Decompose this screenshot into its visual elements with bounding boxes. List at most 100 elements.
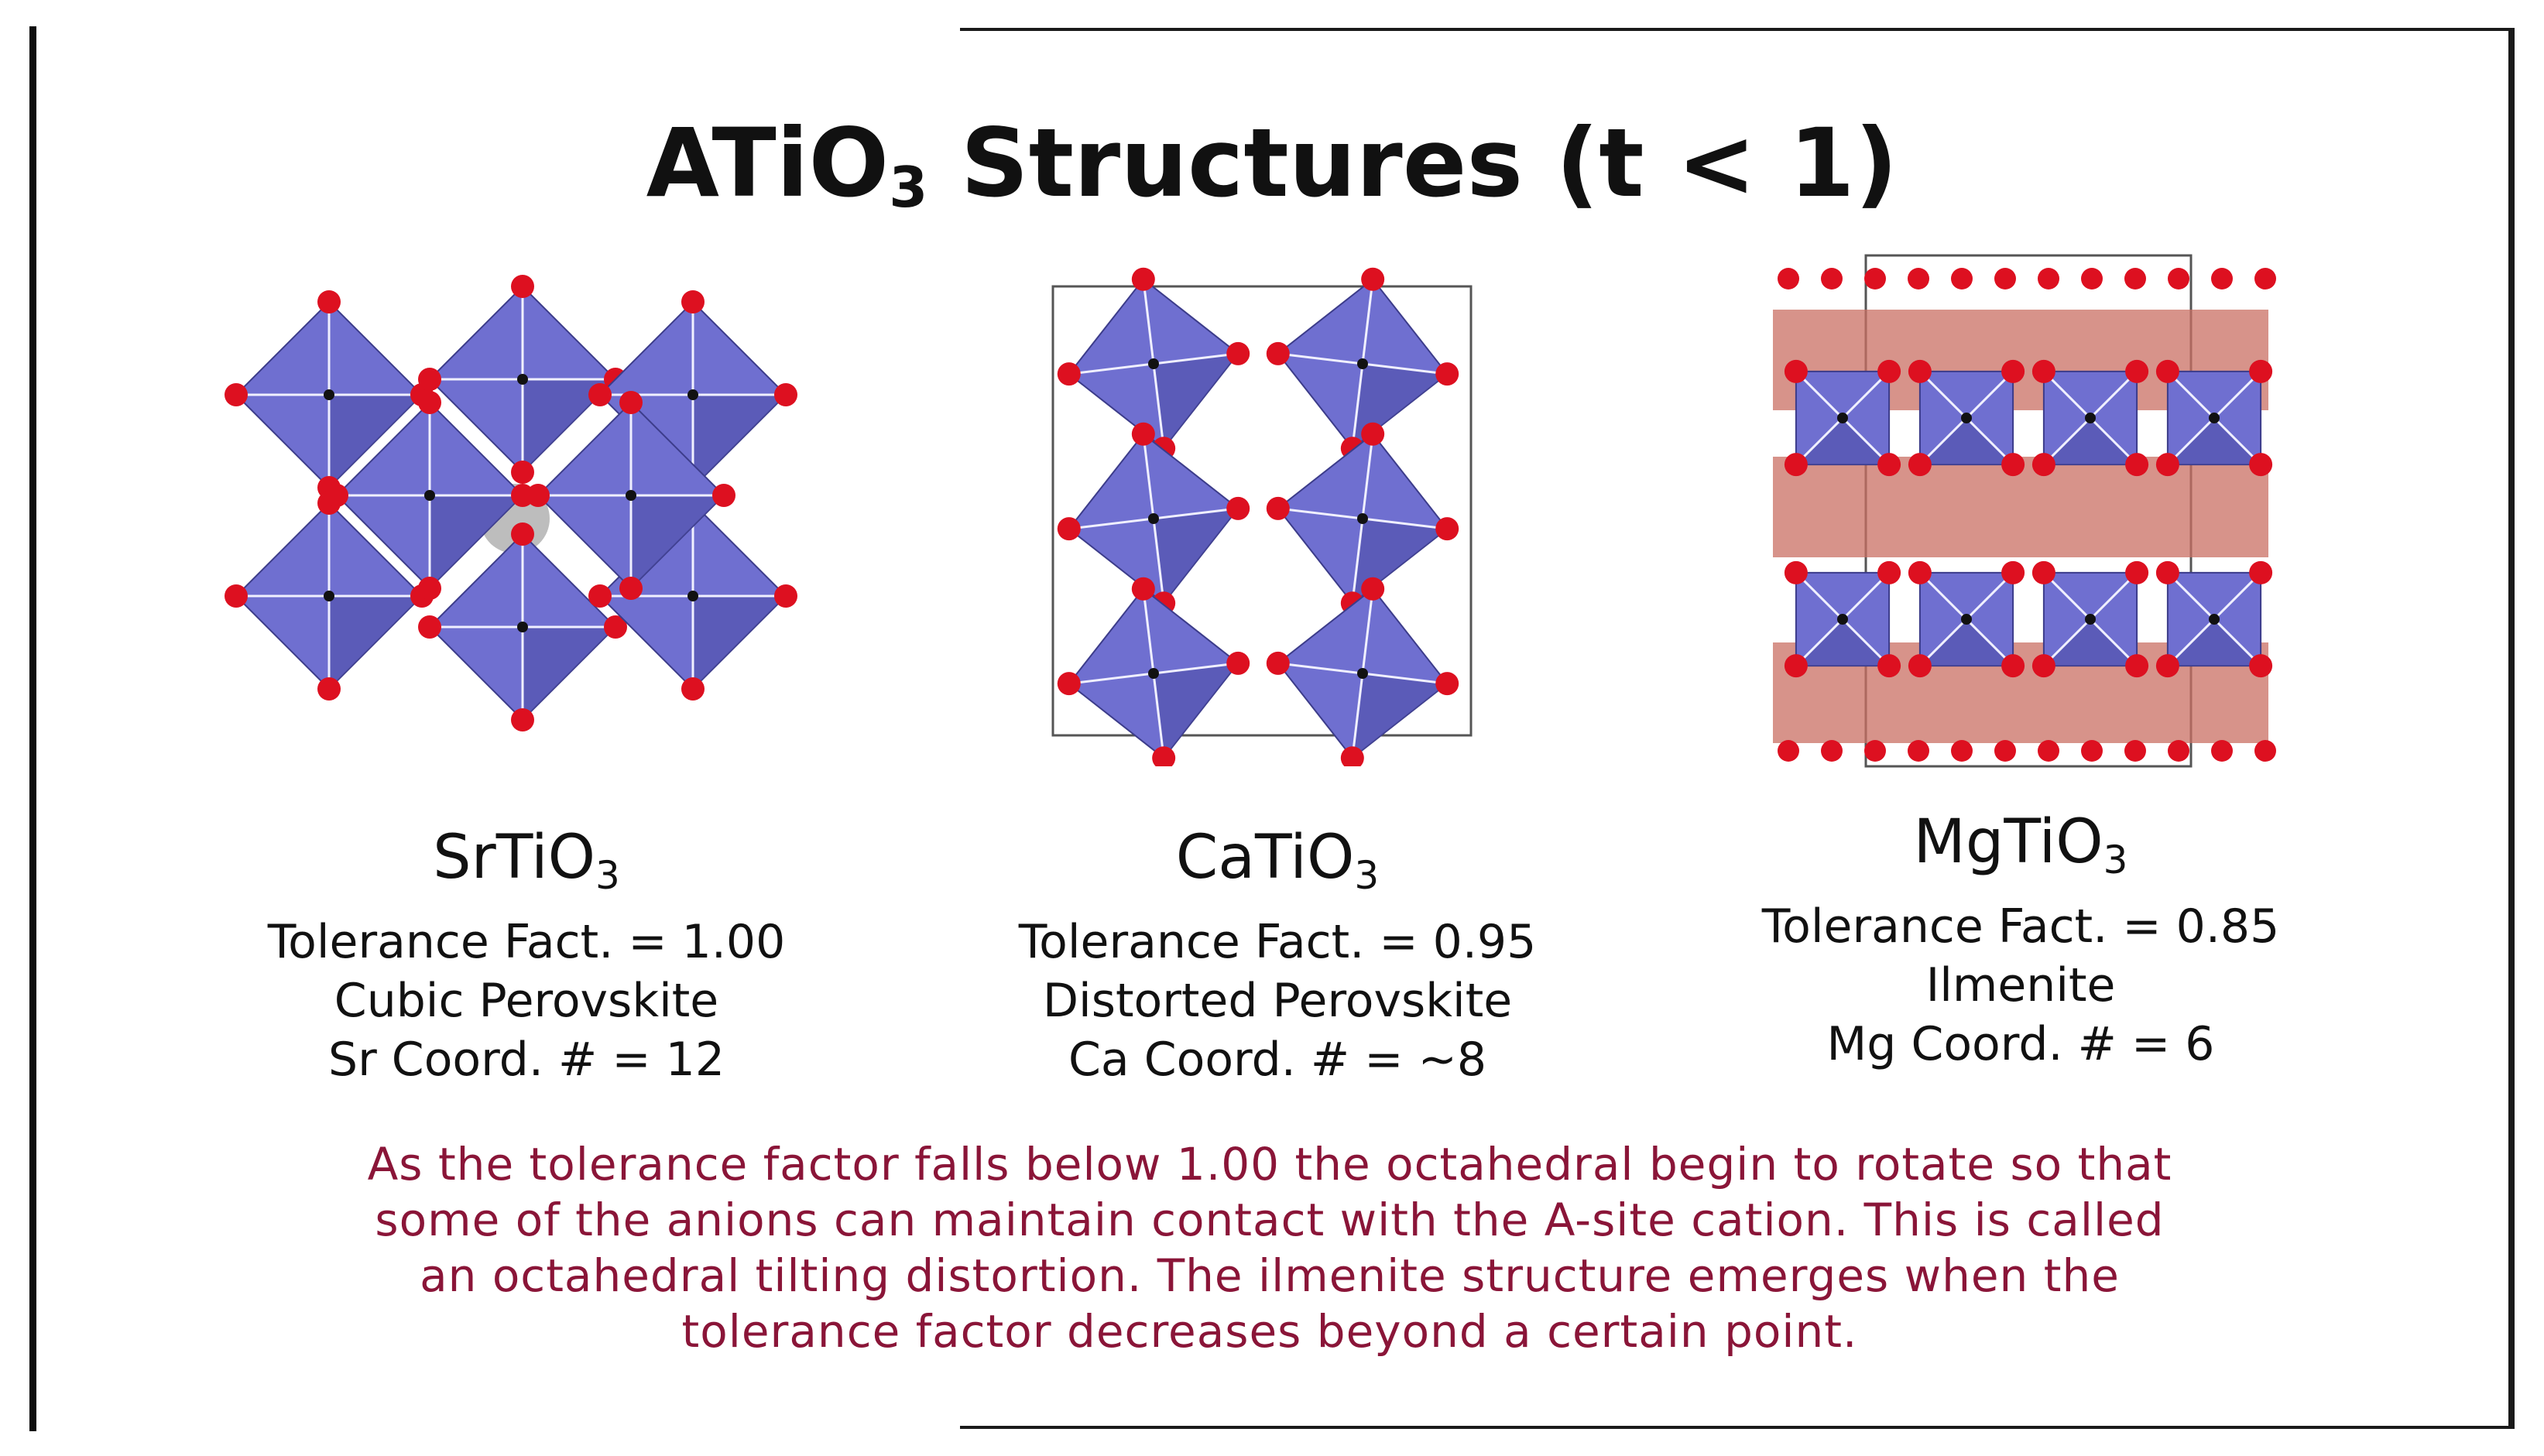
ti-atom (517, 374, 528, 385)
frame-right-border (2508, 28, 2515, 1429)
octahedron-shade (329, 395, 422, 488)
oxygen-atom (2001, 654, 2025, 678)
frame-top-border (960, 28, 2508, 31)
ti-atom (1837, 413, 1848, 423)
oxygen-atom (1057, 517, 1081, 541)
unit-cell-outline (1051, 285, 1473, 737)
oxygen-atom (2168, 740, 2189, 762)
octahedron-shade (1919, 619, 2014, 666)
ti-atom (1837, 614, 1848, 625)
oxygen-atom (1226, 496, 1250, 520)
oxygen-atom (2001, 359, 2025, 383)
srtio3-formula-base: SrTiO (433, 823, 596, 892)
ti-atom (626, 490, 636, 501)
oxygen-atom (1908, 268, 1929, 289)
octahedron-shade (523, 627, 615, 720)
oxygen-atom (1361, 422, 1385, 446)
catio3-structure-image (1022, 255, 1502, 766)
oxygen-atom (1908, 453, 1932, 477)
octahedron-shade (2043, 619, 2138, 666)
oxygen-atom (2001, 560, 2025, 584)
oxygen-atom (1057, 362, 1081, 386)
octahedron-shade (1154, 508, 1239, 604)
oxygen-atom (511, 461, 534, 484)
ti-atom (1357, 358, 1368, 369)
frame-left-border (29, 26, 36, 1431)
oxygen-atom (418, 368, 441, 391)
oxygen-atom (2254, 268, 2276, 289)
mgtio3-label-block: MgTiO3 Tolerance Fact. = 0.85 Ilmenite M… (1634, 805, 2408, 1074)
oxygen-atom (1361, 577, 1385, 601)
mgtio3-coordination: Mg Coord. # = 6 (1826, 1017, 2215, 1071)
oxygen-atom (418, 391, 441, 414)
oxygen-atom (1994, 740, 2016, 762)
oxygen-atom (317, 677, 341, 701)
oxygen-atom (2081, 740, 2103, 762)
catio3-formula-sub: 3 (1354, 853, 1380, 898)
oxygen-atom (225, 584, 248, 608)
oxygen-atom (2125, 453, 2149, 477)
oxygen-atom (2249, 359, 2273, 383)
oxygen-atom (2155, 654, 2179, 678)
ti-atom (324, 389, 334, 400)
ti-atom (1148, 513, 1159, 524)
oxygen-atom (2038, 740, 2059, 762)
ti-atom (2209, 413, 2220, 423)
oxygen-atom (1784, 560, 1808, 584)
oxygen-atom (1864, 268, 1886, 289)
srtio3-tolerance: Tolerance Fact. = 1.00 (267, 915, 786, 969)
mgtio3-structure-image (1757, 248, 2299, 774)
ti-atom (1148, 358, 1159, 369)
oxygen-atom (1784, 359, 1808, 383)
catio3-coordination: Ca Coord. # = ~8 (1068, 1033, 1487, 1087)
oxygen-atom (1877, 560, 1901, 584)
oxygen-atom (1435, 672, 1459, 696)
mgtio3-tolerance: Tolerance Fact. = 0.85 (1761, 899, 2280, 954)
octahedron-shade (1795, 418, 1890, 465)
oxygen-atom (511, 708, 534, 731)
octahedron-shade (693, 596, 786, 689)
oxygen-atom (1266, 341, 1290, 365)
frame-bottom-border (960, 1426, 2515, 1429)
oxygen-atom (1908, 560, 1932, 584)
oxygen-atom (1951, 740, 1973, 762)
oxygen-atom (2001, 453, 2025, 477)
oxygen-atom (588, 584, 612, 608)
oxygen-atom (604, 615, 627, 639)
ti-atom (1357, 513, 1368, 524)
oxygen-atom (1226, 341, 1250, 365)
catio3-formula-base: CaTiO (1175, 823, 1355, 892)
oxygen-atom (1908, 740, 1929, 762)
oxygen-atom (1131, 577, 1155, 601)
mg-octahedra-layer (1773, 457, 2268, 557)
ti-atom (1357, 668, 1368, 679)
oxygen-atom (619, 391, 643, 414)
oxygen-atom (588, 383, 612, 406)
oxygen-atom (325, 484, 348, 507)
oxygen-atom (1131, 267, 1155, 291)
oxygen-atom (1908, 359, 1932, 383)
oxygen-atom (2125, 560, 2149, 584)
ti-atom (1961, 614, 1972, 625)
oxygen-atom (2124, 740, 2146, 762)
oxygen-atom (1266, 496, 1290, 520)
octahedron-shade (631, 495, 724, 588)
srtio3-type: Cubic Perovskite (334, 974, 719, 1028)
catio3-octahedra-diagram (1051, 267, 1473, 766)
oxygen-atom (1778, 740, 1799, 762)
oxygen-atom (2031, 560, 2055, 584)
octahedron-shade (329, 596, 422, 689)
oxygen-atom (1266, 651, 1290, 675)
oxygen-atom (1951, 268, 1973, 289)
oxygen-atom (2249, 654, 2273, 678)
ti-atom (1961, 413, 1972, 423)
catio3-tolerance: Tolerance Fact. = 0.95 (1018, 915, 1537, 969)
ti-atom (2209, 614, 2220, 625)
oxygen-atom (1908, 654, 1932, 678)
oxygen-atom (1435, 362, 1459, 386)
octahedron-shade (2043, 418, 2138, 465)
mgtio3-formula: MgTiO3 (1634, 805, 2408, 897)
octahedron-shade (1154, 353, 1239, 449)
caption-line-4: tolerance factor decreases beyond a cert… (681, 1305, 1858, 1358)
oxygen-atom (1152, 746, 1176, 766)
